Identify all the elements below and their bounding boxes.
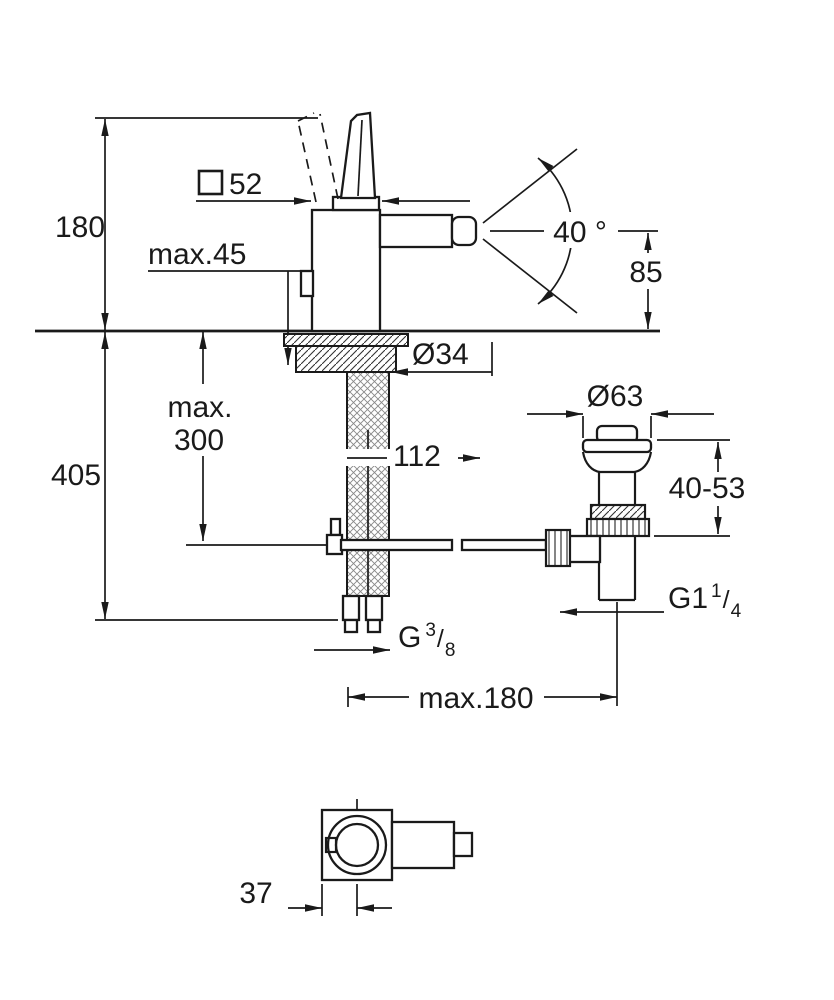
- rod-clevis: [325, 533, 344, 556]
- faucet-main-view: [297, 111, 478, 333]
- faucet-top-view: [320, 799, 474, 882]
- label-dia34: Ø34: [412, 338, 469, 371]
- waste-clamp-nut: [585, 517, 651, 538]
- label-max45: max.45: [148, 238, 246, 271]
- mounting-washer: [283, 333, 409, 347]
- waste-assembly: [544, 424, 653, 602]
- rod-right-segment: [460, 538, 548, 552]
- hose-tip-right: [366, 618, 382, 634]
- supply-hoses: [341, 371, 391, 634]
- rod-boss: [566, 534, 602, 564]
- label-max300-line2: 300: [174, 424, 224, 457]
- angle-ray-lower: [482, 238, 578, 314]
- label-max180: max.180: [418, 682, 533, 715]
- label-max300-line1: max.: [167, 391, 232, 424]
- label-bg-angle: [544, 212, 618, 248]
- mounting-nut: [295, 345, 397, 373]
- label-112: 112: [393, 440, 441, 473]
- hose-tip-left: [343, 618, 359, 634]
- waste-seal-ring: [589, 503, 647, 521]
- waste-flange: [581, 438, 653, 454]
- label-52: 52: [229, 168, 262, 201]
- top-view-spout: [390, 820, 456, 870]
- mounting-hardware: [283, 333, 409, 373]
- label-180: 180: [55, 211, 105, 244]
- top-view-nub: [452, 831, 474, 858]
- dimension-labels: 52 180 max.45 40 ° 85 Ø34 max. 300 405 Ø…: [51, 168, 745, 910]
- angle-ray-upper: [482, 148, 578, 224]
- hose-connector-left: [341, 594, 361, 622]
- rod-left-segment: [339, 538, 454, 552]
- label-4053: 40-53: [669, 472, 746, 505]
- hose-connector-right: [364, 594, 384, 622]
- square-symbol: [197, 169, 224, 196]
- label-37: 37: [239, 877, 272, 910]
- lever-handle: [339, 111, 377, 200]
- faucet-body: [310, 208, 382, 333]
- dim-37-group: [288, 884, 392, 916]
- top-view-notch: [324, 836, 338, 854]
- rod-stub: [329, 517, 342, 537]
- label-405: 405: [51, 459, 101, 492]
- lever-edge-line: [357, 119, 363, 197]
- dimension-lines: [101, 119, 730, 707]
- label-angle-40: 40 °: [553, 216, 607, 249]
- label-85: 85: [629, 256, 662, 289]
- aerator: [450, 215, 478, 247]
- lever-alt-position: [297, 112, 339, 203]
- spout: [378, 213, 454, 249]
- label-bg-4053: [660, 472, 754, 506]
- label-dia63: Ø63: [587, 380, 644, 413]
- knurled-knob: [544, 528, 572, 568]
- waste-dome: [581, 451, 653, 474]
- pop-up-knob: [299, 269, 315, 298]
- label-bg-85: [627, 253, 667, 289]
